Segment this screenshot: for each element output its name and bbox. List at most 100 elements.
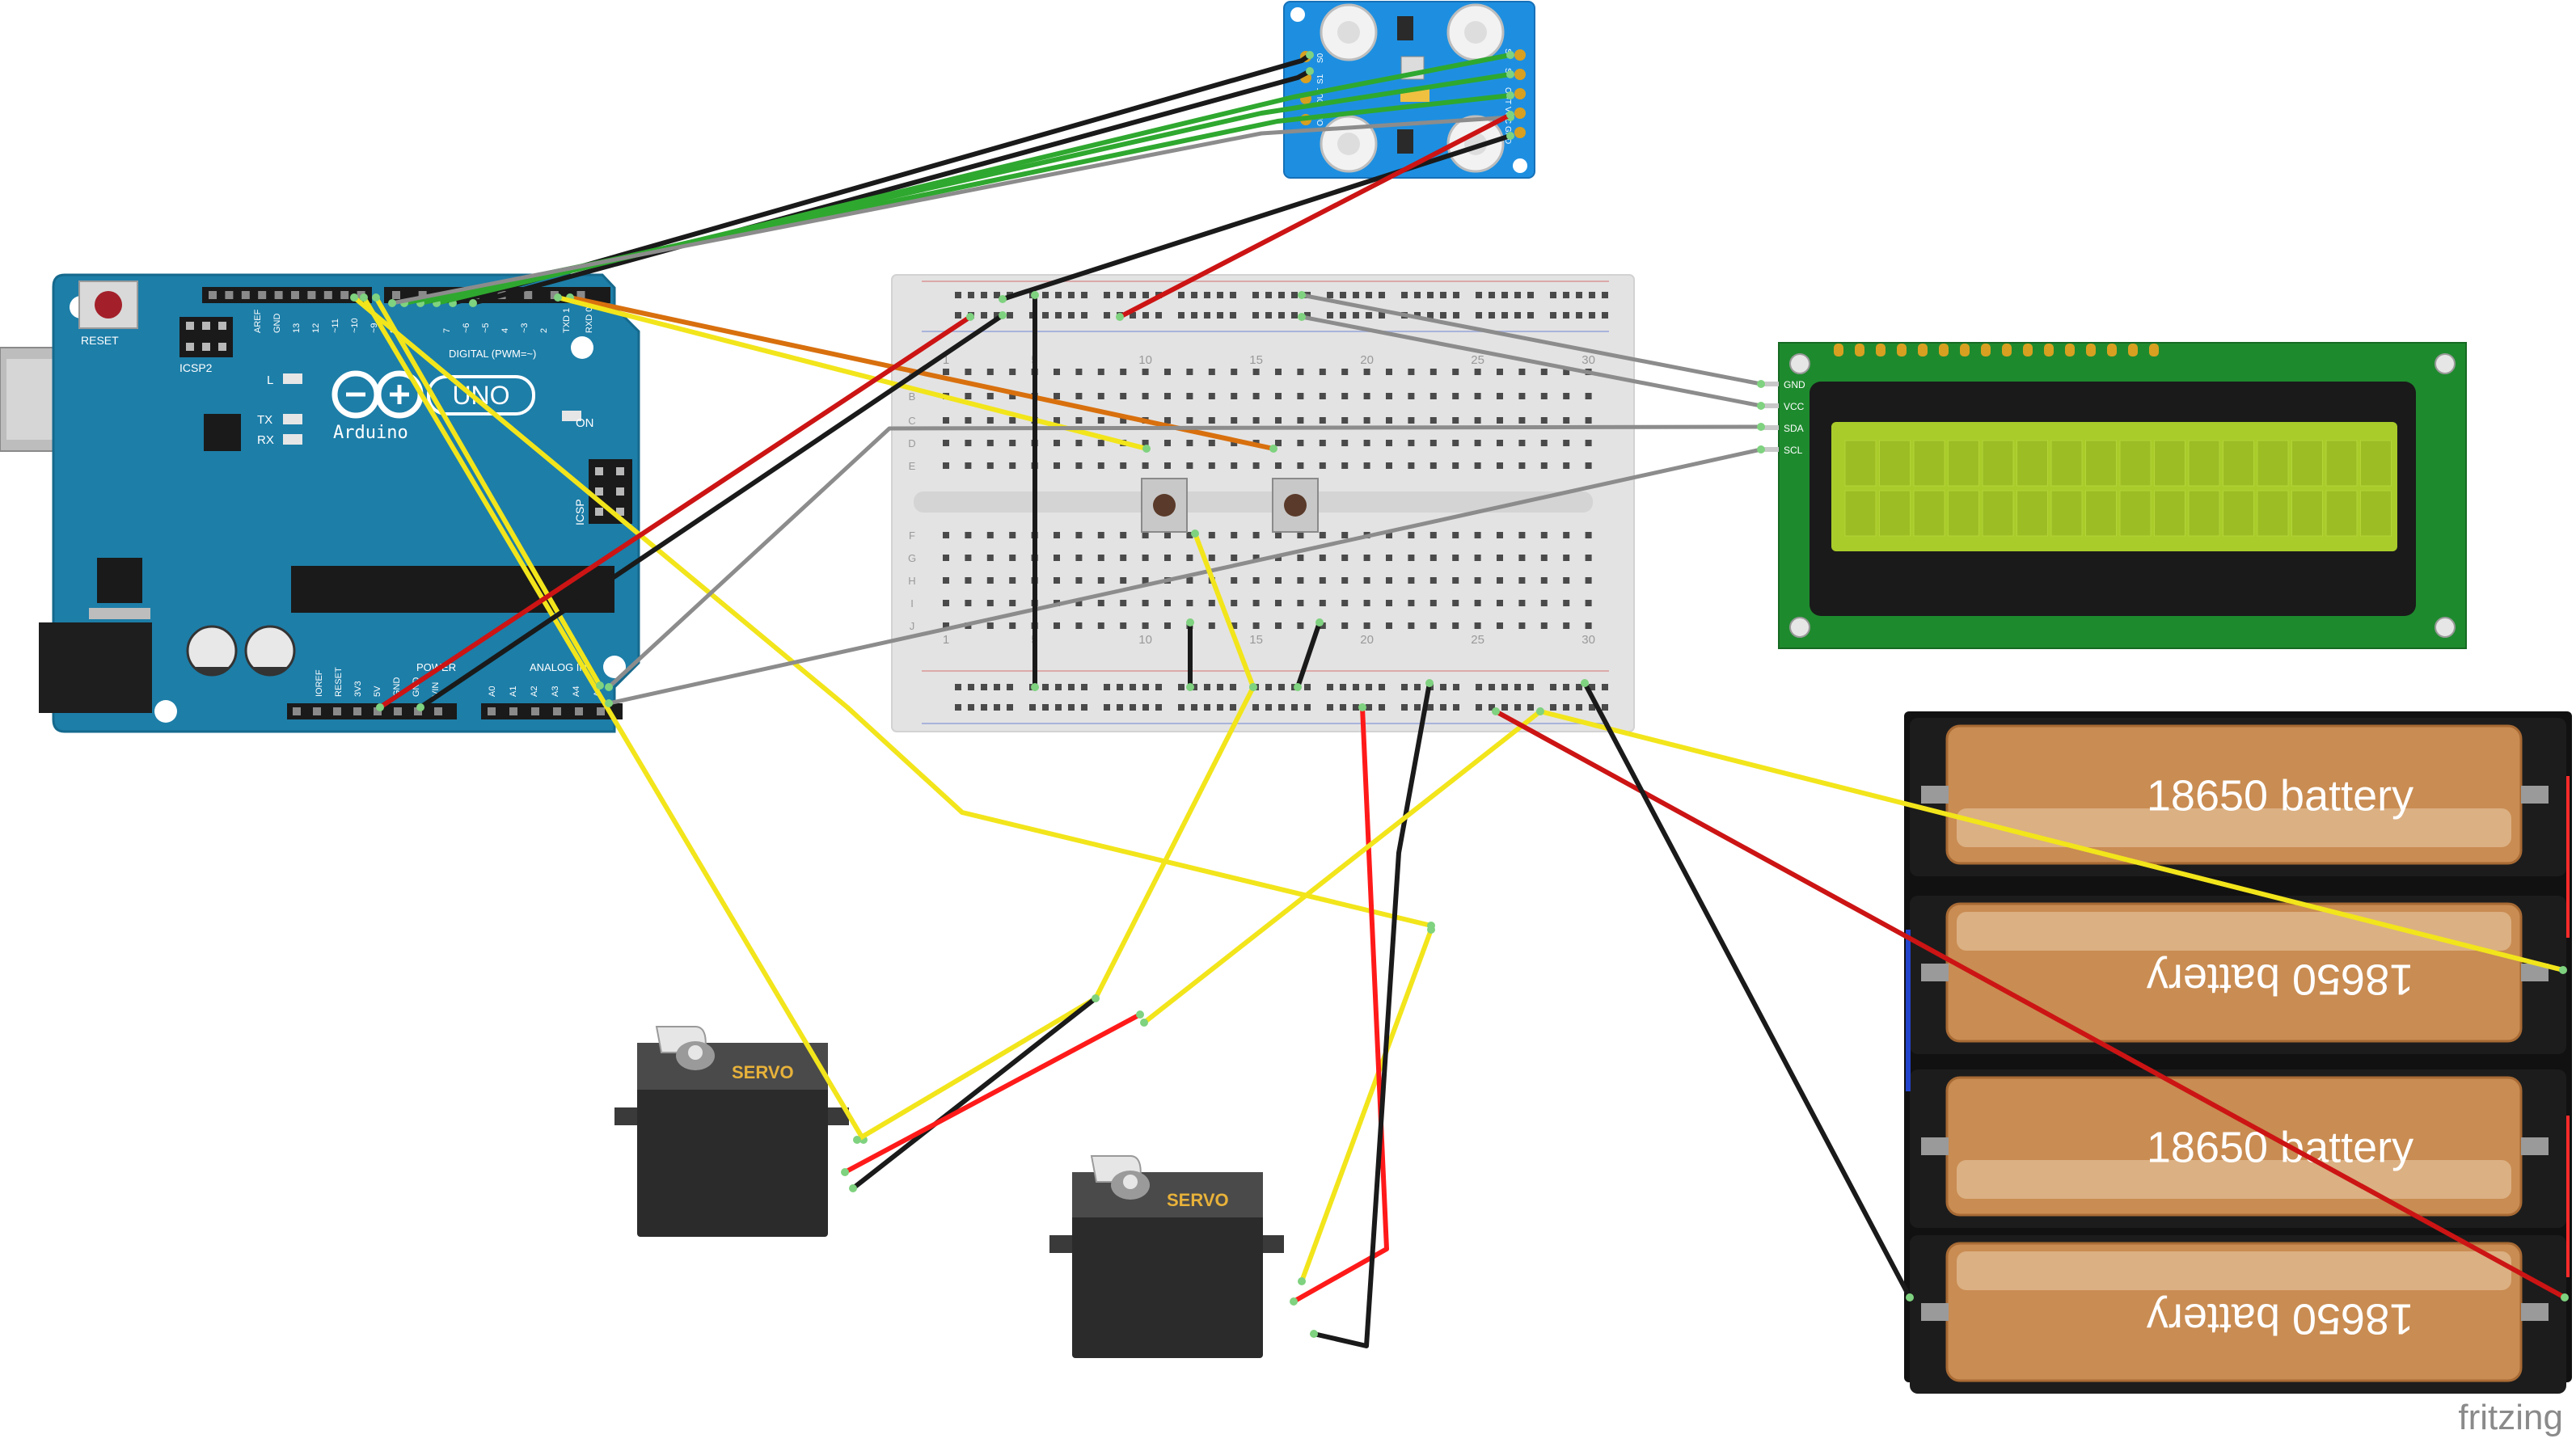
breadboard-hole — [1386, 555, 1392, 561]
sensor-pin — [1514, 108, 1526, 119]
wire-end — [1506, 132, 1514, 140]
wire-gray — [606, 447, 1763, 706]
rail-hole — [1191, 312, 1197, 319]
rail-hole — [1489, 312, 1495, 319]
pin-label: ~11 — [331, 319, 340, 333]
breadboard-hole — [1231, 440, 1238, 446]
wire-end — [554, 293, 562, 302]
push-button[interactable] — [1272, 478, 1319, 533]
wire-end — [2561, 1293, 2569, 1301]
wire-end — [1536, 707, 1544, 715]
breadboard-hole — [1252, 462, 1260, 469]
rail-hole — [1401, 292, 1408, 298]
push-button[interactable] — [1141, 478, 1188, 533]
rail-hole — [1501, 684, 1508, 690]
breadboard-hole — [1297, 440, 1304, 446]
servo-motor: SERVO — [1049, 1155, 1284, 1358]
breadboard-hole — [1563, 393, 1570, 399]
breadboard-hole — [1297, 555, 1304, 561]
breadboard-hole — [1563, 555, 1570, 561]
breadboard-hole — [1231, 600, 1238, 606]
rail-hole — [1217, 292, 1223, 298]
breadboard-hole — [1208, 369, 1215, 375]
battery-cell: 18650 battery — [1910, 1235, 2566, 1394]
rail-hole — [1589, 684, 1595, 690]
breadboard-hole — [1474, 532, 1481, 538]
lcd-char-cell — [2016, 440, 2048, 487]
battery-cell: 18650 battery — [1910, 896, 2566, 1054]
breadboard-hole — [1408, 440, 1415, 446]
row-letter: I — [910, 597, 914, 610]
rail-hole — [1007, 704, 1013, 711]
breadboard-hole — [1054, 417, 1060, 424]
rail-hole — [1230, 292, 1236, 298]
lcd-pin-label: GND — [1784, 379, 1805, 390]
battery-highlight — [1957, 808, 2511, 847]
rail-hole — [1427, 292, 1434, 298]
rail-hole — [1055, 292, 1062, 298]
wire-end — [469, 299, 477, 307]
usb-chip — [204, 414, 241, 451]
lcd-pin — [1761, 382, 1779, 386]
rail-hole — [1191, 704, 1197, 711]
arduino-logo — [332, 370, 535, 419]
breadboard-hole — [1142, 600, 1149, 606]
rail-hole — [994, 292, 1000, 298]
lcd-char-cell — [2085, 440, 2117, 487]
microcontroller-chip — [291, 566, 614, 613]
breadboard-hole — [1429, 577, 1437, 584]
lcd-header-pin — [1834, 344, 1843, 356]
capacitor — [186, 625, 238, 677]
breadboard-hole — [1497, 417, 1503, 424]
breadboard-hole — [1319, 462, 1326, 469]
rail-hole — [1265, 684, 1272, 690]
rail-hole — [1453, 684, 1459, 690]
rail-hole — [1501, 292, 1508, 298]
lcd-char-cell — [2360, 440, 2392, 487]
wire-black — [418, 313, 1005, 710]
rail-hole — [1366, 704, 1372, 711]
rail-hole — [1278, 684, 1285, 690]
breadboard-hole — [1452, 462, 1459, 469]
rail-hole — [1304, 704, 1311, 711]
rail-hole — [1217, 684, 1223, 690]
breadboard-hole — [1208, 622, 1215, 629]
rail-hole — [1476, 312, 1482, 319]
wire-yellow — [1142, 709, 1543, 1025]
breadboard-hole — [1297, 600, 1304, 606]
reset-button-cap[interactable] — [95, 291, 122, 319]
breadboard-hole — [1120, 393, 1127, 399]
breadboard-hole — [1009, 440, 1016, 446]
lcd-char-cell — [2016, 490, 2048, 537]
breadboard-hole — [1208, 440, 1215, 446]
rail-hole — [1576, 292, 1582, 298]
wire-end — [416, 703, 424, 711]
wire-end — [1757, 423, 1765, 431]
rail-hole — [1440, 312, 1446, 319]
breadboard-hole — [1474, 369, 1481, 375]
breadboard-hole — [1497, 555, 1503, 561]
lcd-pin — [1761, 425, 1779, 430]
battery-terminal — [1921, 964, 1949, 981]
breadboard-hole — [1452, 369, 1459, 375]
breadboard-hole — [1563, 600, 1570, 606]
rail-hole — [1117, 292, 1123, 298]
wire-end — [1269, 445, 1277, 453]
breadboard-hole — [1429, 622, 1437, 629]
breadboard-hole — [1231, 577, 1238, 584]
breadboard-hole — [1341, 462, 1349, 469]
header-pin — [374, 707, 382, 715]
breadboard-hole — [1563, 577, 1570, 584]
breadboard-hole — [943, 577, 949, 584]
breadboard-hole — [1054, 532, 1060, 538]
rail-hole — [1081, 704, 1087, 711]
breadboard-hole — [1208, 462, 1215, 469]
rail-hole — [1142, 312, 1149, 319]
rail-hole — [1104, 684, 1110, 690]
rail-hole — [1230, 312, 1236, 319]
breadboard-hole — [1252, 417, 1260, 424]
battery-label: 18650 battery — [2147, 956, 2413, 1004]
breadboard-hole — [1142, 369, 1149, 375]
rail-hole — [1563, 292, 1569, 298]
